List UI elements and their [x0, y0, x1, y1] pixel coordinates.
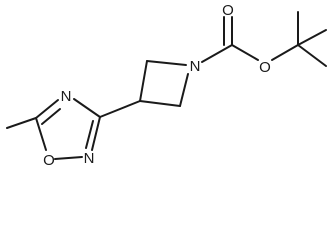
bond-c3-azetidine [99, 100, 141, 118]
bond-c3-n2 [91, 116, 101, 151]
atom-n4-label: N [61, 88, 72, 105]
bond-azetidine-c4-c3 [139, 100, 181, 107]
atom-azetidine-n-label: N [190, 58, 201, 75]
atom-ester-o-label: O [259, 59, 271, 76]
bond-n4-c3 [73, 98, 101, 118]
bond-carbonyl-ester-o [231, 44, 259, 61]
bond-methyl-c5 [6, 117, 37, 129]
bond-cq-methyl-down [297, 44, 327, 67]
bond-c3-n2-second [85, 120, 94, 149]
bond-n-carbonyl [201, 44, 233, 63]
atom-n2-label: N [84, 150, 95, 167]
bond-c5-n4 [35, 99, 59, 119]
atom-carbonyl-o-label: O [222, 2, 234, 19]
bond-o1-c5 [35, 117, 47, 151]
bond-ester-o-cq [271, 44, 299, 61]
molecule-drawing: N N O N O O [6, 2, 327, 169]
bond-cq-methyl-right [297, 29, 327, 46]
bond-azetidine-c2-n [146, 60, 187, 66]
bond-n2-o1 [54, 156, 83, 160]
bond-azetidine-n-c4 [179, 73, 189, 107]
bond-azetidine-c3-c2 [139, 60, 148, 102]
bond-c5-n4-second [41, 108, 61, 125]
atom-o1-label: O [43, 152, 55, 169]
structure-diagram: N N O N O O [6, 2, 327, 169]
